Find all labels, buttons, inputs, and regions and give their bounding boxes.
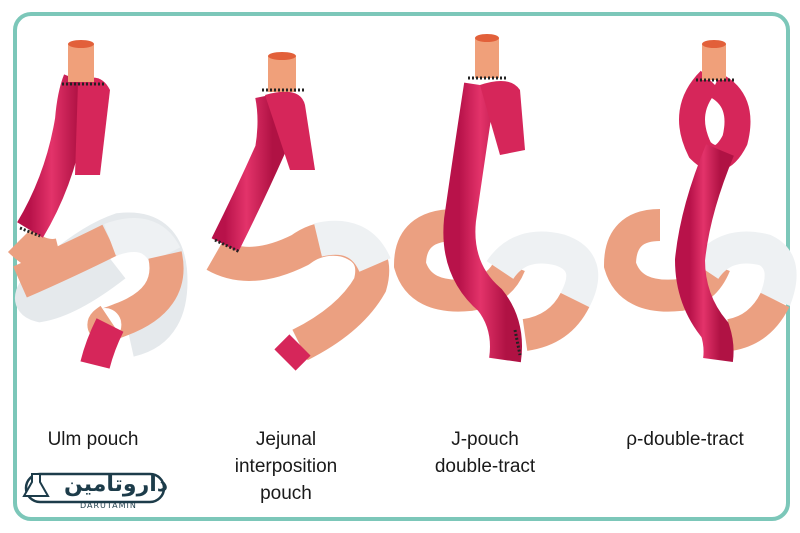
caption-ulm-pouch: Ulm pouch	[18, 426, 168, 453]
caption-j-pouch-double-tract: J-pouch double-tract	[410, 426, 560, 480]
flask-icon	[22, 472, 166, 504]
caption-line: J-pouch	[451, 429, 519, 450]
logo-subtext: DARUTAMIN	[80, 501, 137, 510]
caption-line: Ulm pouch	[47, 429, 139, 450]
ulm-pouch-illustration	[7, 40, 188, 369]
caption-rho-double-tract: ρ-double-tract	[600, 426, 770, 453]
caption-line: ρ-double-tract	[626, 429, 744, 450]
darutamin-logo: داروتامین DARUTAMIN	[22, 468, 172, 516]
j-pouch-double-tract-illustration	[393, 34, 599, 363]
jejunal-interposition-illustration	[206, 52, 391, 371]
caption-line: pouch	[260, 483, 312, 504]
caption-line: double-tract	[434, 456, 536, 477]
caption-jejunal-interposition: Jejunal interposition pouch	[211, 426, 361, 507]
logo-text: داروتامین	[64, 472, 169, 497]
caption-line: interposition	[234, 456, 338, 477]
caption-line: Jejunal	[255, 429, 317, 450]
rho-double-tract-illustration	[603, 40, 797, 362]
